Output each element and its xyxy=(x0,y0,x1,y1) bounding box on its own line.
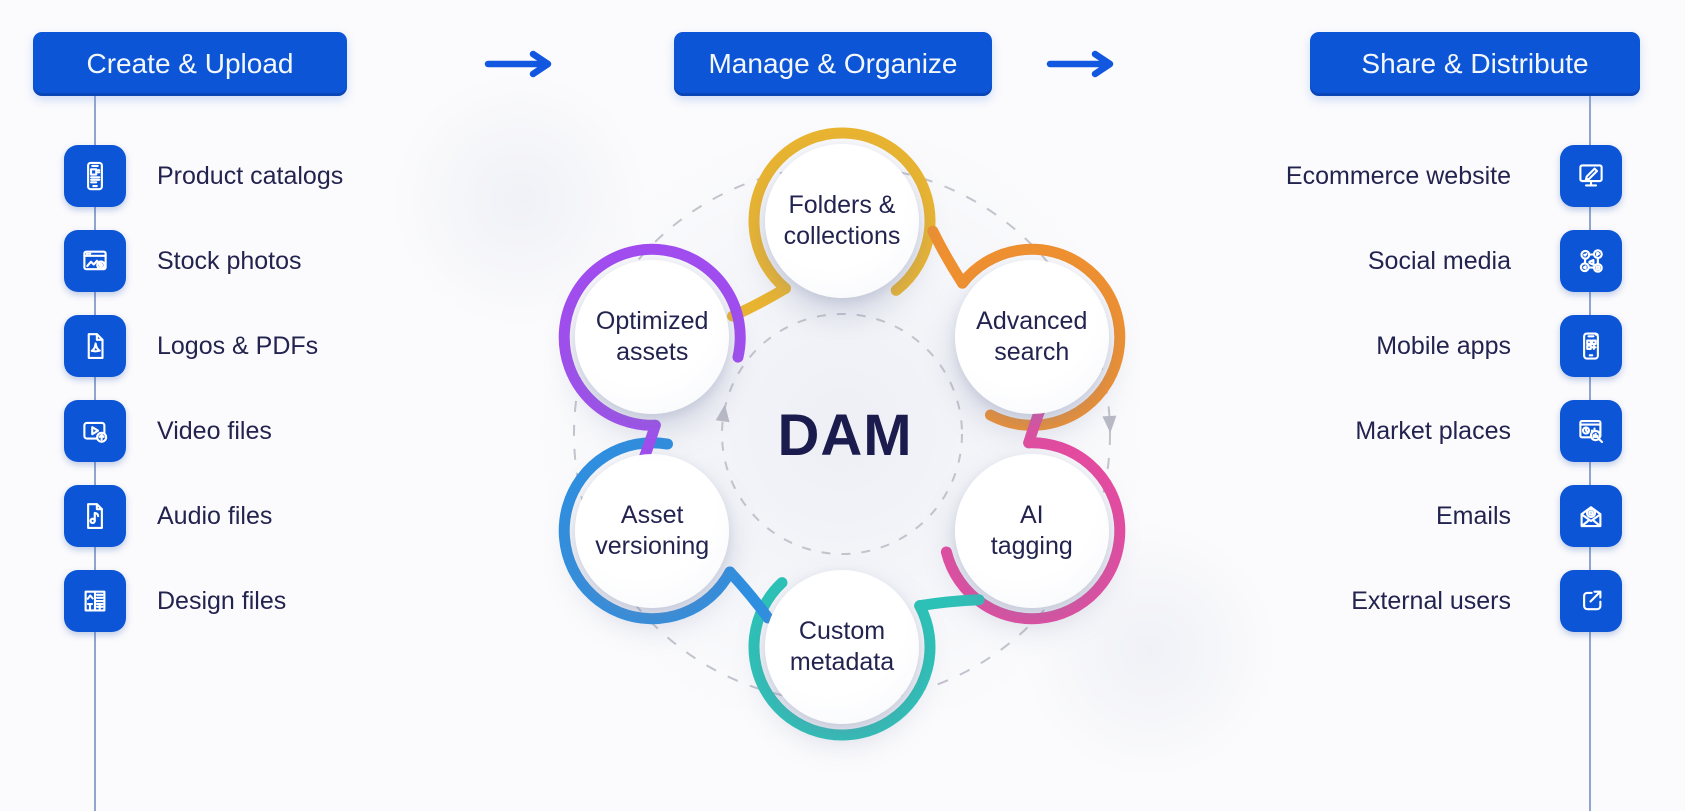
marketplace-analytics-icon xyxy=(1560,400,1622,462)
list-item-design-files: Design files xyxy=(64,570,286,632)
dam-node-custom-metadata: Custom metadata xyxy=(765,570,919,724)
step-button-manage-organize[interactable]: Manage & Organize xyxy=(674,32,992,96)
list-item-emails: Emails xyxy=(1436,485,1622,547)
item-label: Market places xyxy=(1355,416,1511,445)
dam-node-asset-versioning: Asset versioning xyxy=(575,453,730,608)
list-item-product-catalogs: Product catalogs xyxy=(64,145,343,207)
video-upload-icon xyxy=(64,400,126,462)
item-label: Ecommerce website xyxy=(1285,161,1511,190)
step-button-share-distribute[interactable]: Share & Distribute xyxy=(1310,32,1640,96)
dam-node-advanced-search: Advanced search xyxy=(954,260,1109,415)
item-label: Audio files xyxy=(157,501,273,530)
item-label: Design files xyxy=(157,586,287,615)
product-catalogs-icon xyxy=(64,145,126,207)
node-label: Optimized assets xyxy=(595,307,709,367)
audio-file-icon xyxy=(64,485,126,547)
item-label: Product catalogs xyxy=(157,161,344,190)
item-label: Stock photos xyxy=(157,246,302,275)
node-label: Custom metadata xyxy=(789,617,895,676)
item-label: Logos & PDFs xyxy=(157,331,319,360)
list-item-mobile-apps: Mobile apps xyxy=(1376,315,1622,377)
dam-node-folders-collections: Folders & collections xyxy=(765,144,919,298)
item-label: Social media xyxy=(1367,246,1511,275)
list-item-logos-pdfs: Logos & PDFs xyxy=(64,315,318,377)
node-label: AI tagging xyxy=(990,500,1073,560)
dam-node-optimized-assets: Optimized assets xyxy=(575,260,730,415)
external-link-icon xyxy=(1560,570,1622,632)
email-at-icon xyxy=(1560,485,1622,547)
ecommerce-monitor-icon xyxy=(1560,145,1622,207)
list-item-video-files: Video files xyxy=(64,400,272,462)
social-network-icon xyxy=(1560,230,1622,292)
item-label: Video files xyxy=(157,416,272,445)
pdf-document-icon xyxy=(64,315,126,377)
dam-hub-label: DAM xyxy=(777,402,913,468)
list-item-market-places: Market places xyxy=(1355,400,1622,462)
list-item-audio-files: Audio files xyxy=(64,485,272,547)
right-arrow-icon xyxy=(1046,50,1114,78)
item-label: External users xyxy=(1351,586,1511,615)
node-label: Asset versioning xyxy=(595,500,710,560)
item-label: Mobile apps xyxy=(1376,331,1511,360)
list-item-ecommerce-website: Ecommerce website xyxy=(1286,145,1622,207)
dam-node-ai-tagging: AI tagging xyxy=(954,453,1109,608)
design-file-icon xyxy=(64,570,126,632)
stock-photos-icon xyxy=(64,230,126,292)
mobile-apps-icon xyxy=(1560,315,1622,377)
node-label: Advanced search xyxy=(976,307,1088,367)
node-label: Folders & collections xyxy=(783,191,901,250)
list-item-external-users: External users xyxy=(1351,570,1622,632)
right-arrow-icon xyxy=(484,50,552,78)
item-label: Emails xyxy=(1435,501,1511,530)
step-button-create-upload[interactable]: Create & Upload xyxy=(33,32,347,96)
list-item-social-media: Social media xyxy=(1368,230,1622,292)
list-item-stock-photos: Stock photos xyxy=(64,230,302,292)
